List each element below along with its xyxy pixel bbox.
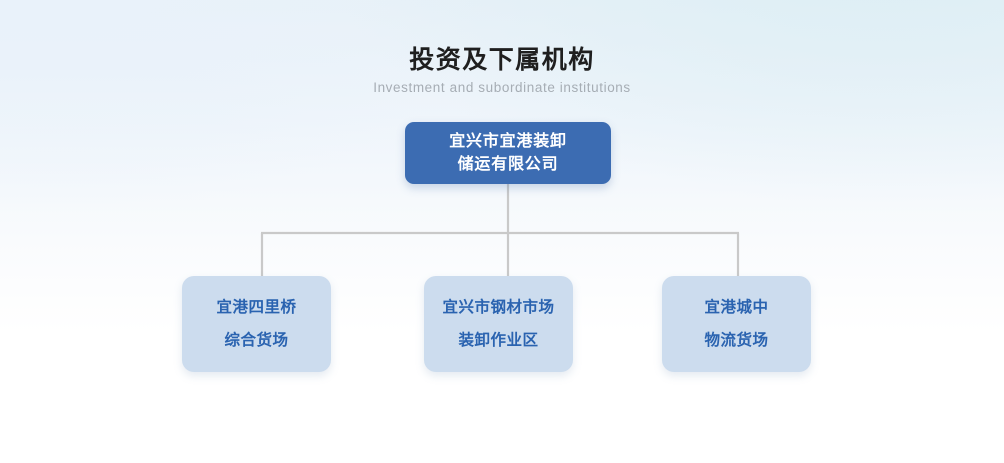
org-node-child-0-line-2: 综合货场 <box>224 332 289 349</box>
org-node-child-0-line-1: 宜港四里桥 <box>216 299 297 316</box>
org-node-root-line-2: 储运有限公司 <box>457 156 559 173</box>
page-title: 投资及下属机构 <box>409 46 595 74</box>
org-node-root[interactable]: 宜兴市宜港装卸 储运有限公司 <box>405 122 611 184</box>
org-node-child-chengzhong[interactable]: 宜港城中 物流货场 <box>662 276 811 372</box>
org-node-child-2-line-1: 宜港城中 <box>704 299 769 316</box>
org-node-child-steel-market[interactable]: 宜兴市钢材市场 装卸作业区 <box>424 276 573 372</box>
page-heading: 投资及下属机构 Investment and subordinate insti… <box>0 44 1004 97</box>
page-subtitle: Investment and subordinate institutions <box>373 80 631 95</box>
org-node-child-1-line-2: 装卸作业区 <box>458 332 539 349</box>
org-node-child-1-line-1: 宜兴市钢材市场 <box>442 299 555 316</box>
org-node-root-line-1: 宜兴市宜港装卸 <box>449 133 567 150</box>
org-node-child-2-line-2: 物流货场 <box>704 332 769 349</box>
org-node-child-siliqiao[interactable]: 宜港四里桥 综合货场 <box>182 276 331 372</box>
